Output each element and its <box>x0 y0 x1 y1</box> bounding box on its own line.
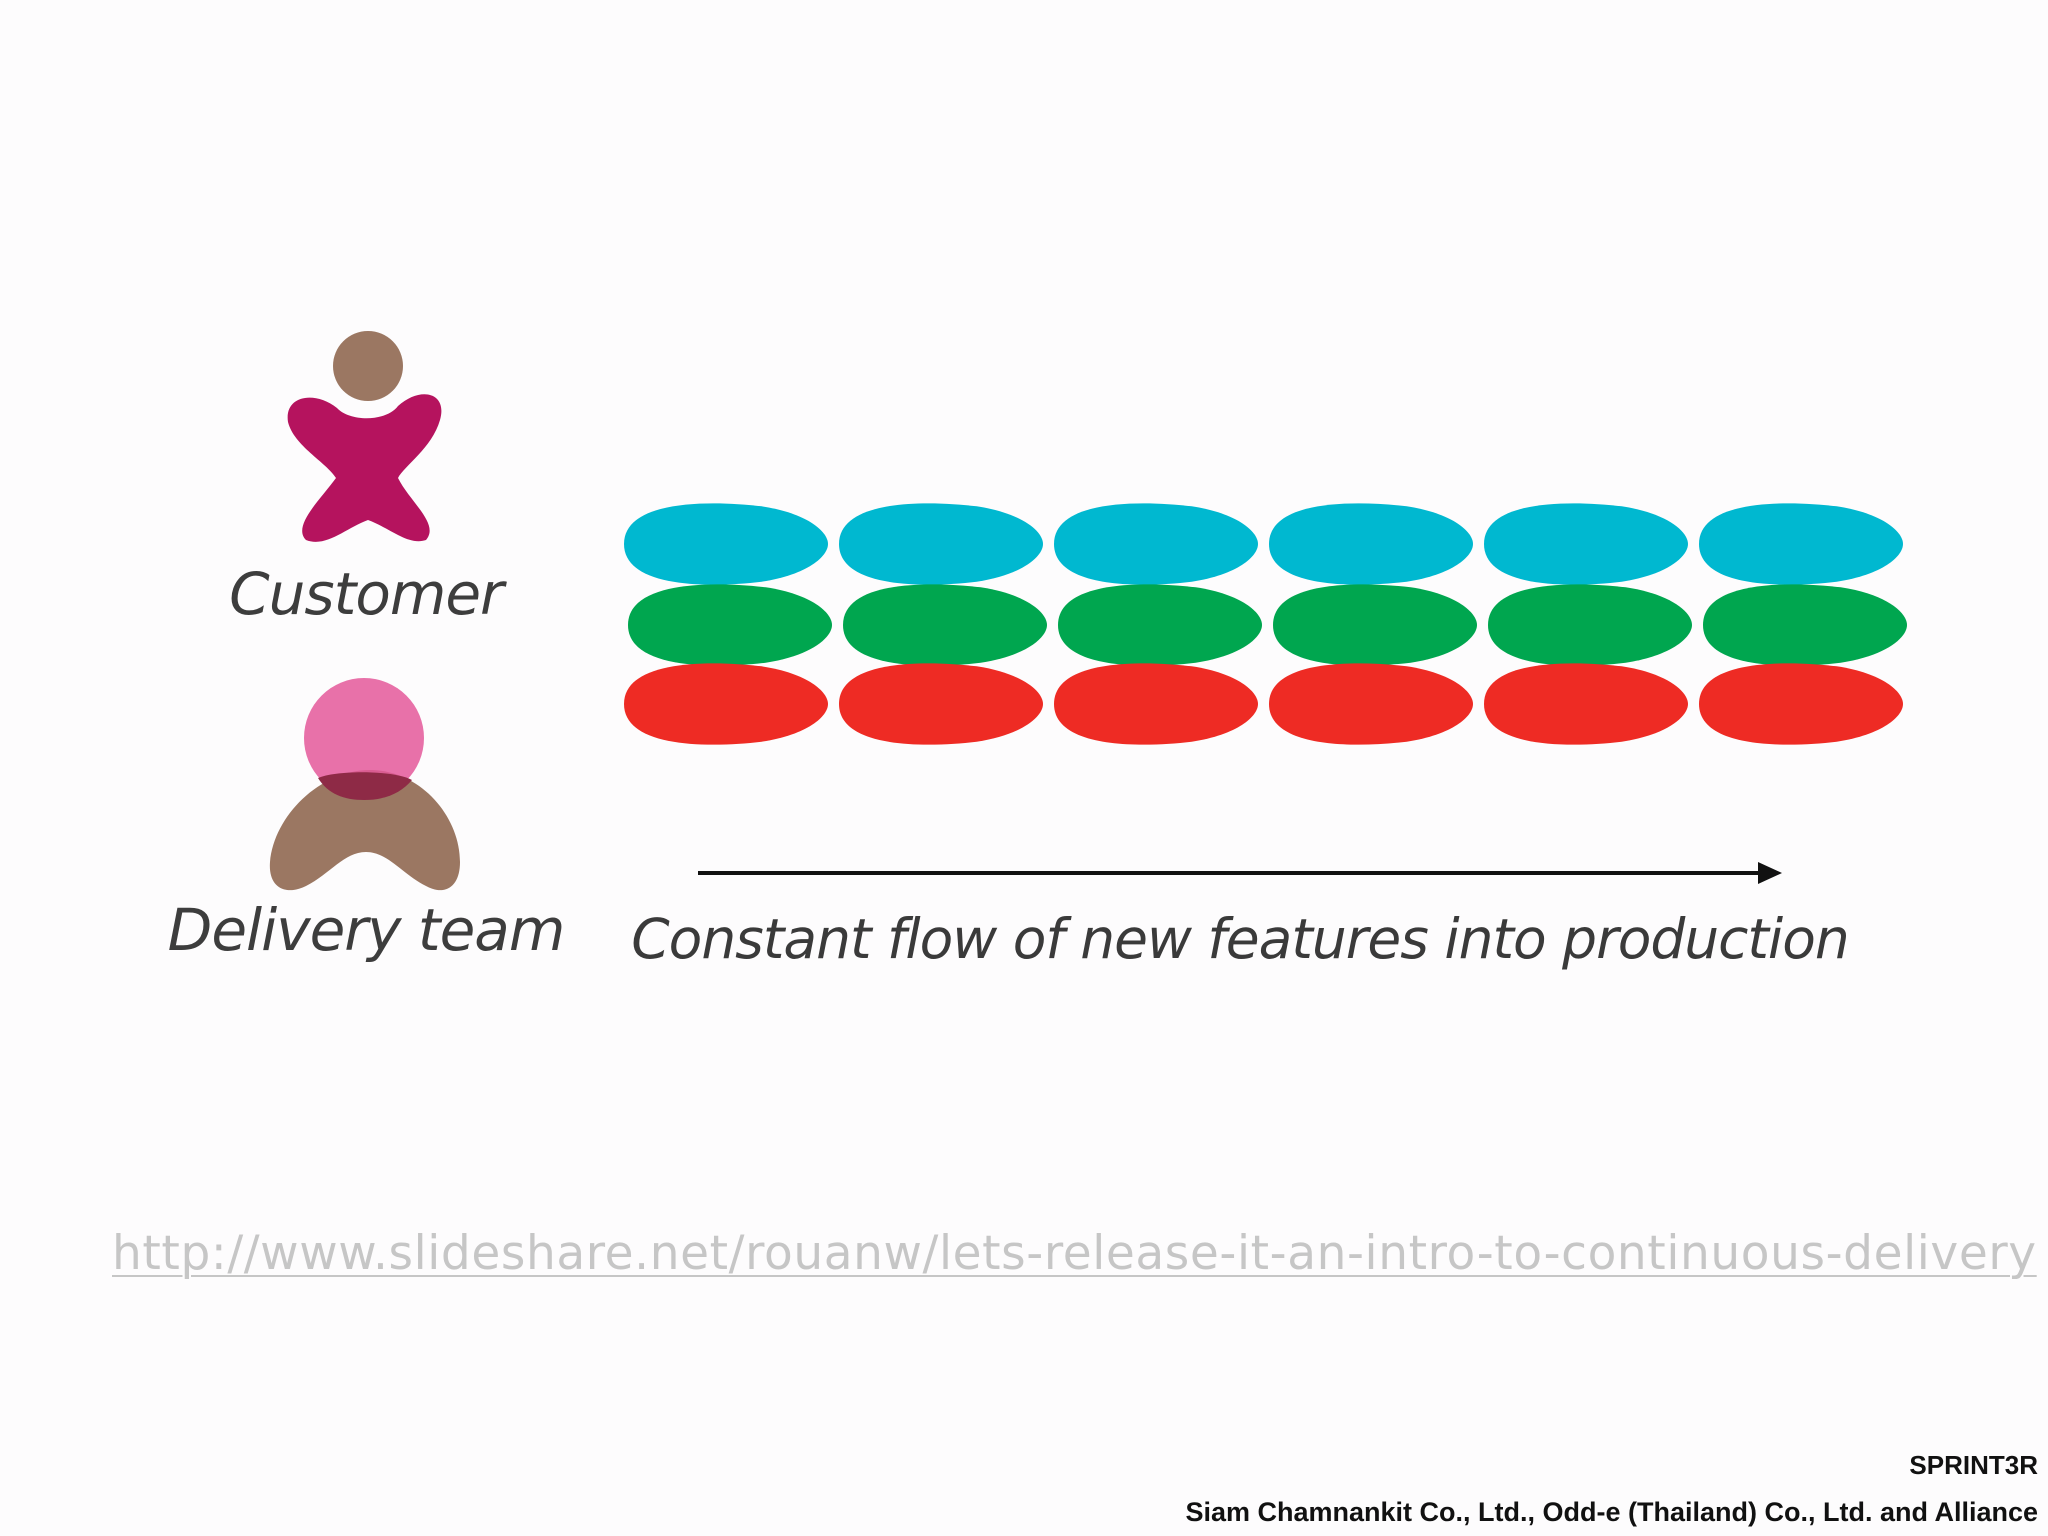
flow-arrow <box>698 862 1782 884</box>
customer-head <box>333 331 403 401</box>
feature-pill <box>1269 503 1473 585</box>
feature-pill <box>1484 503 1688 585</box>
feature-pill <box>843 584 1047 666</box>
feature-pill <box>1703 584 1907 666</box>
feature-pill <box>1273 584 1477 666</box>
feature-stream <box>624 503 1907 745</box>
feature-pill <box>624 663 828 745</box>
feature-pill <box>1058 584 1262 666</box>
feature-pill <box>1699 663 1903 745</box>
feature-pill <box>624 503 828 585</box>
footer-brand: SPRINT3R <box>1909 1450 2038 1480</box>
feature-pill <box>1054 663 1258 745</box>
feature-pill <box>1699 503 1903 585</box>
delivery-team-label: Delivery team <box>168 896 565 964</box>
feature-pill <box>839 503 1043 585</box>
feature-pill <box>628 584 832 666</box>
feature-pill <box>1269 663 1473 745</box>
flow-arrow-head <box>1758 862 1782 884</box>
footer-companies: Siam Chamnankit Co., Ltd., Odd-e (Thaila… <box>1185 1497 2038 1527</box>
feature-pill <box>1484 663 1688 745</box>
delivery-team-body <box>269 770 460 891</box>
flow-caption: Constant flow of new features into produ… <box>631 907 1848 971</box>
customer-body <box>287 394 442 542</box>
customer-label: Customer <box>229 560 507 628</box>
delivery-team-head <box>304 678 424 798</box>
customer-figure <box>287 331 442 542</box>
delivery-team-figure <box>269 678 460 891</box>
source-link[interactable]: http://www.slideshare.net/rouanw/lets-re… <box>112 1226 2037 1281</box>
feature-pill <box>1054 503 1258 585</box>
feature-pill <box>1488 584 1692 666</box>
delivery-team-overlap <box>318 772 412 800</box>
feature-pill <box>839 663 1043 745</box>
